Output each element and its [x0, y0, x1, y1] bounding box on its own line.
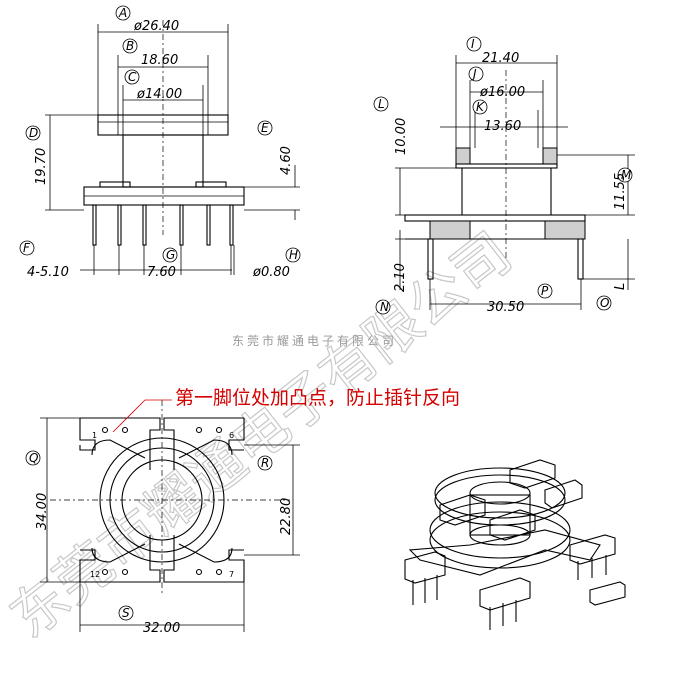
front-view: A ø26.40 B 18.60 C ø14.00 D 19.70 E 4.60… — [19, 5, 301, 280]
iso-pins — [412, 555, 607, 630]
side-view: I 21.40 J ø16.00 K 13.60 L 10.00 M 11.55… — [373, 36, 635, 315]
dim-S-value: 32.00 — [143, 621, 180, 636]
pin-label-7: 7 — [229, 570, 234, 579]
company-name: 东莞市耀通电子有限公司 — [232, 333, 397, 348]
dim-C-value: ø14.00 — [136, 87, 182, 102]
label-E: E — [261, 121, 269, 135]
label-B: B — [126, 39, 134, 53]
label-K: K — [476, 100, 485, 114]
label-A: A — [118, 6, 127, 20]
pin-holes — [101, 426, 223, 576]
label-M: M — [621, 168, 632, 182]
watermark-text: 东莞市耀通电子有限公司 — [0, 221, 524, 651]
dim-M-value: 11.55 — [613, 173, 628, 210]
label-J: J — [471, 67, 477, 81]
dim-A-value: ø26.40 — [133, 19, 179, 34]
dim-D-value: 19.70 — [34, 148, 49, 185]
dim-N-value: 2.10 — [393, 263, 408, 292]
dim-L-value: 10.00 — [394, 118, 409, 155]
label-I: I — [471, 37, 475, 51]
dim-Q-value: 34.00 — [35, 493, 50, 530]
label-S: S — [122, 606, 130, 620]
label-D: D — [29, 126, 38, 140]
label-G: G — [166, 248, 175, 262]
label-F: F — [23, 241, 31, 255]
pin-label-12: 12 — [90, 570, 100, 579]
dim-F-value: 4-5.10 — [27, 265, 69, 280]
dim-I-value: 21.40 — [482, 51, 519, 66]
label-L: L — [378, 97, 385, 111]
label-H: H — [289, 248, 298, 262]
isometric-view — [404, 459, 626, 630]
label-N: N — [380, 300, 389, 314]
pin-label-1: 1 — [92, 431, 97, 440]
dim-R-value: 22.80 — [279, 498, 294, 535]
label-O: O — [600, 296, 609, 310]
watermark: 东莞市耀通电子有限公司 — [0, 220, 525, 652]
dim-G-value: 7.60 — [147, 265, 176, 280]
label-Q: Q — [29, 451, 38, 465]
pin-label-6: 6 — [229, 431, 234, 440]
dim-H-value: ø0.80 — [252, 265, 290, 280]
label-P: P — [541, 284, 549, 298]
dim-J-value: ø16.00 — [479, 85, 525, 100]
dim-E-value: 4.60 — [279, 146, 294, 175]
dim-O-value: L — [613, 283, 628, 290]
front-pins — [92, 204, 234, 246]
bottom-view: 1 6 12 7 Q 34.00 R 22.80 S 32.00 — [25, 399, 300, 636]
dim-B-value: 18.60 — [141, 53, 178, 68]
label-C: C — [128, 70, 137, 84]
dim-P-value: 30.50 — [487, 300, 524, 315]
first-pin-note: 第一脚位处加凸点，防止插针反向 — [175, 387, 460, 409]
dim-K-value: 13.60 — [484, 119, 521, 134]
label-R: R — [261, 456, 269, 470]
